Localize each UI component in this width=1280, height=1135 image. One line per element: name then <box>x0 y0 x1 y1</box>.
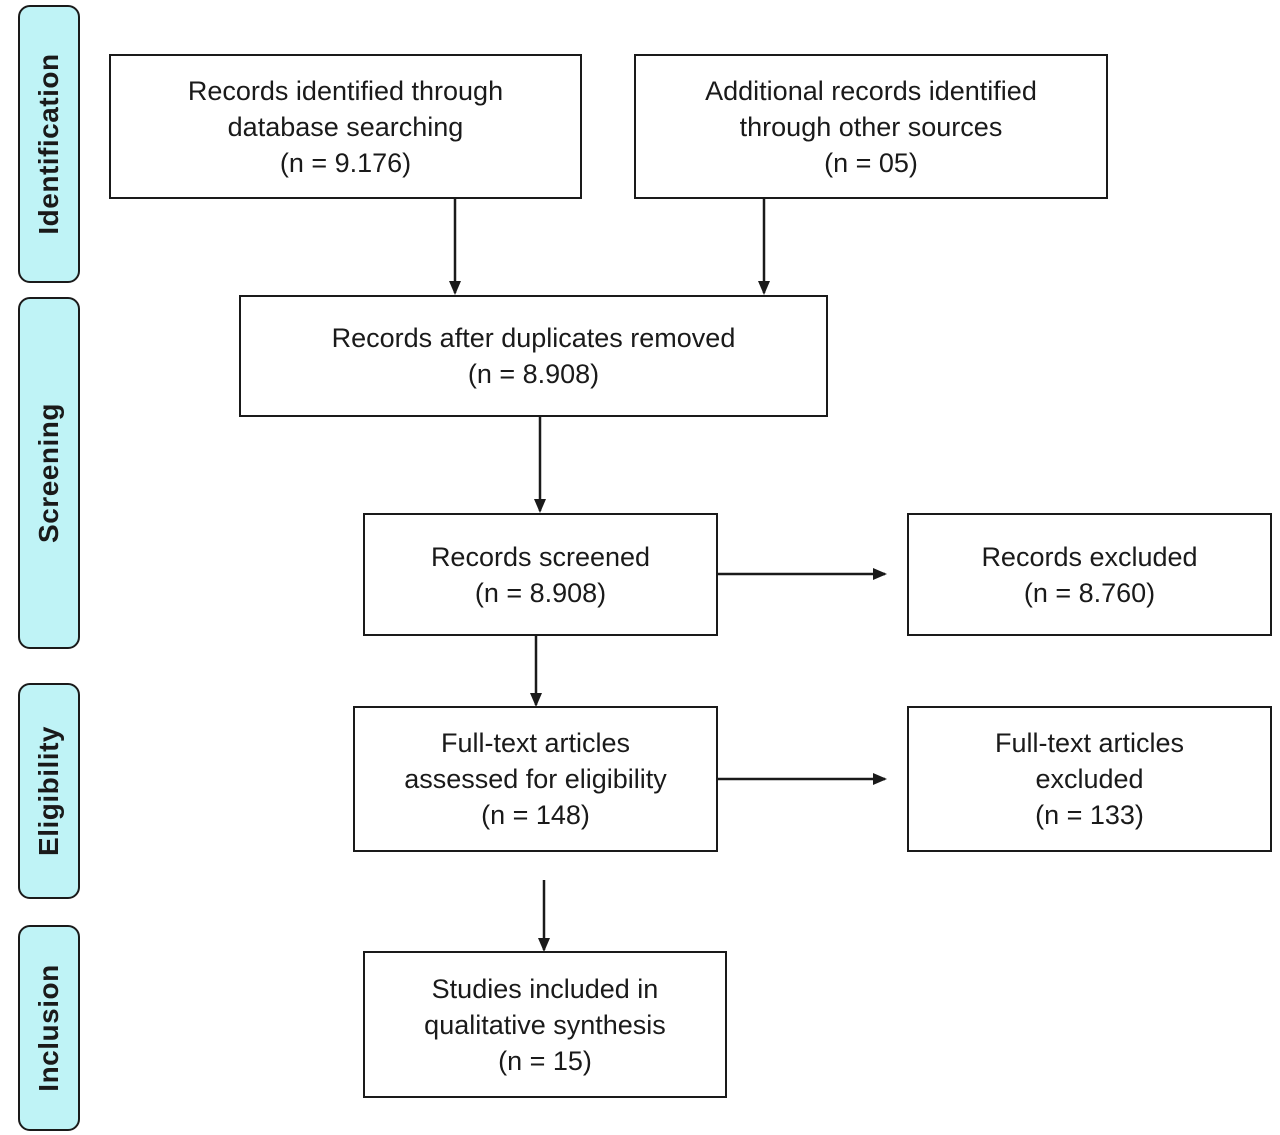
box-records-excluded-count: (n = 8.760) <box>1023 577 1156 608</box>
box-records-excluded: Records excluded (n = 8.760) <box>907 513 1272 636</box>
box-other-sources-line2: through other sources <box>739 111 1003 142</box>
box-fulltext-assessed-line1: Full-text articles <box>440 728 631 758</box>
box-records-excluded-line1: Records excluded <box>981 541 1198 572</box>
box-duplicates-removed-count: (n = 8.908) <box>467 359 600 389</box>
box-studies-included-count: (n = 15) <box>498 1045 592 1076</box>
box-duplicates-removed-line1: Records after duplicates removed <box>331 323 736 353</box>
box-records-screened: Records screened (n = 8.908) <box>363 513 718 636</box>
box-studies-included-line1: Studies included in <box>431 973 659 1004</box>
box-other-sources-line1: Additional records identified <box>705 75 1037 106</box>
box-fulltext-excluded-count: (n = 133) <box>1035 800 1144 830</box>
box-fulltext-assessed-line2: assessed for eligibility <box>404 764 667 794</box>
box-studies-included-line2: qualitative synthesis <box>424 1009 666 1040</box>
box-records-screened-line1: Records screened <box>430 541 651 572</box>
box-other-sources: Additional records identified through ot… <box>634 54 1108 199</box>
box-records-screened-count: (n = 8.908) <box>474 577 607 608</box>
box-database-searching-line2: database searching <box>227 111 464 142</box>
box-duplicates-removed: Records after duplicates removed (n = 8.… <box>239 295 828 417</box>
box-fulltext-excluded-line2: excluded <box>1035 764 1144 794</box>
box-fulltext-assessed: Full-text articles assessed for eligibil… <box>353 706 718 852</box>
box-studies-included: Studies included in qualitative synthesi… <box>363 951 727 1098</box>
box-fulltext-excluded-line1: Full-text articles <box>994 728 1185 758</box>
phase-eligibility: Eligibility <box>18 683 80 899</box>
box-database-searching-count: (n = 9.176) <box>279 147 412 178</box>
box-other-sources-count: (n = 05) <box>824 147 918 178</box>
phase-identification: Identification <box>18 5 80 283</box>
box-database-searching-line1: Records identified through <box>187 75 504 106</box>
box-database-searching: Records identified through database sear… <box>109 54 582 199</box>
phase-screening: Screening <box>18 297 80 649</box>
phase-inclusion: Inclusion <box>18 925 80 1131</box>
box-fulltext-assessed-count: (n = 148) <box>481 800 590 830</box>
box-fulltext-excluded: Full-text articles excluded (n = 133) <box>907 706 1272 852</box>
